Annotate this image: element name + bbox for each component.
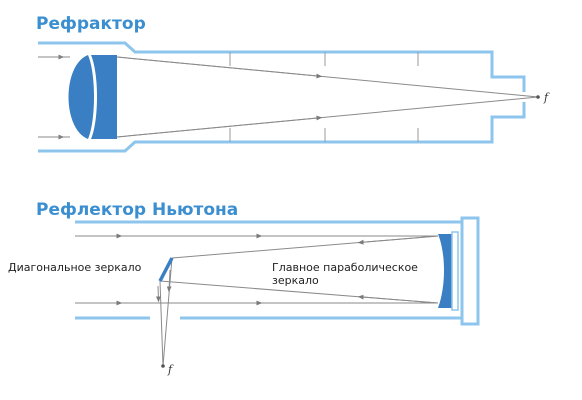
- refractor-rays: [38, 54, 539, 140]
- diagonal-mirror-label: Диагональное зеркало: [8, 261, 142, 274]
- diagonal-mirror: [158, 257, 174, 282]
- refractor-tube: [38, 41, 526, 153]
- primary-mirror-label-line2: зеркало: [272, 274, 319, 287]
- reflector-tube: [75, 216, 480, 326]
- refractor-objective-lens: [68, 55, 117, 139]
- refractor-title: Рефрактор: [36, 14, 146, 34]
- refractor-focus-point: [536, 95, 540, 99]
- reflector-title: Рефлектор Ньютона: [36, 200, 238, 220]
- reflector-focus-point: [161, 364, 165, 368]
- reflector-focus-label: f: [167, 363, 174, 376]
- refractor-focus-label: f: [543, 91, 550, 104]
- reflector-rays: [75, 233, 439, 367]
- primary-mirror-label-line1: Главное параболическое: [272, 261, 418, 274]
- refractor-stops: [229, 52, 419, 142]
- primary-mirror: [438, 231, 459, 311]
